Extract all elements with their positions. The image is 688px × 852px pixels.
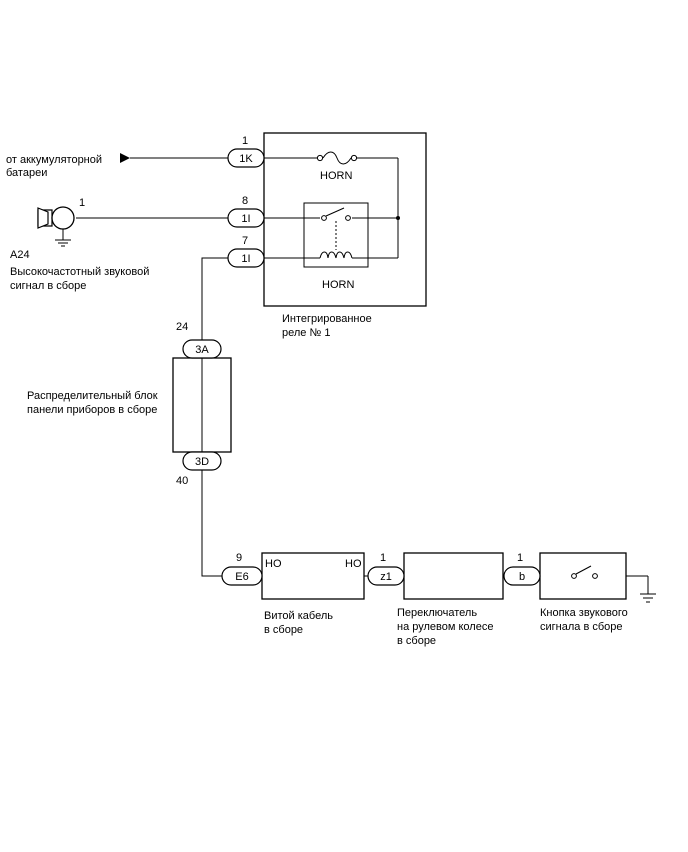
switch-pin: 1 xyxy=(380,552,386,564)
switch-connector-z1 xyxy=(367,566,405,586)
relay-name-1: Интегрированное xyxy=(282,313,372,325)
switch-name-2: на рулевом колесе xyxy=(397,621,493,633)
button-connector-b-label: b xyxy=(519,571,525,583)
button-name-1: Кнопка звукового xyxy=(540,607,628,619)
button-pin: 1 xyxy=(517,552,523,564)
spiral-name-1: Витой кабель xyxy=(264,610,333,622)
spiral-left-label: HO xyxy=(265,558,282,570)
relay-pin-1: 1 xyxy=(242,135,248,147)
switch-name-3: в сборе xyxy=(397,635,436,647)
horn-name-2: сигнал в сборе xyxy=(10,280,86,292)
relay-pin-8: 8 xyxy=(242,195,248,207)
ground-icon xyxy=(640,593,656,603)
junction-name-1: Распределительный блок xyxy=(27,390,158,402)
horn-button: b xyxy=(503,552,627,600)
coil-label: HORN xyxy=(322,279,354,291)
horn-icon xyxy=(37,206,75,247)
switch-name-1: Переключатель xyxy=(397,607,477,619)
horn-pin: 1 xyxy=(79,197,85,209)
relay-connector-1i-a: 1I xyxy=(227,208,265,228)
spiral-connector-e6-label: E6 xyxy=(235,571,248,583)
relay-contact-icon xyxy=(321,207,351,221)
relay-name-2: реле № 1 xyxy=(282,327,330,339)
relay-to-junction-wire xyxy=(201,257,228,340)
relay-inner-box xyxy=(303,202,369,268)
button-connector-b xyxy=(503,566,541,586)
junction-bottom-pin: 40 xyxy=(176,475,188,487)
steering-switch-box xyxy=(403,552,504,600)
junction-connector-3a-label: 3A xyxy=(195,344,209,356)
button-name-2: сигнала в сборе xyxy=(540,621,623,633)
relay-coil-icon xyxy=(319,251,353,259)
horn-name-1: Высокочастотный звуковой xyxy=(10,266,149,278)
spiral-cable-box xyxy=(261,552,365,600)
spiral-name-2: в сборе xyxy=(264,624,303,636)
fuse-label: HORN xyxy=(320,170,352,182)
battery-label-2: батареи xyxy=(6,167,47,179)
integrated-relay: HORN HORN xyxy=(263,132,427,307)
relay-connector-1i-b: 1I xyxy=(227,248,265,268)
relay-connector-1k: 1K xyxy=(227,148,265,168)
spiral-connector-e6 xyxy=(221,566,263,586)
switch-contact-icon xyxy=(571,565,598,579)
junction-connector-3d-label: 3D xyxy=(195,456,209,468)
junction-top-pin: 24 xyxy=(176,321,188,333)
junction-connector-3d xyxy=(182,451,222,471)
fuse-icon xyxy=(316,151,358,165)
junction-name-2: панели приборов в сборе xyxy=(27,404,157,416)
spiral-cable: HO HO E6 xyxy=(221,552,365,600)
relay-pin-7: 7 xyxy=(242,235,248,247)
battery-arrow-icon xyxy=(120,153,130,163)
switch-connector-z1-label: z1 xyxy=(380,571,392,583)
spiral-right-label: HO xyxy=(345,558,362,570)
steering-switch: z1 xyxy=(367,552,504,600)
spiral-pin: 9 xyxy=(236,552,242,564)
relay-connector-1k-label: 1K xyxy=(239,153,253,165)
relay-connector-1i-a-label: 1I xyxy=(241,213,250,225)
junction-connector-3a xyxy=(182,339,222,359)
horn-code: A24 xyxy=(10,249,30,261)
junction-block: 3A 3D xyxy=(172,339,232,471)
horn-button-box xyxy=(539,552,627,600)
relay-connector-1i-b-label: 1I xyxy=(241,253,250,265)
battery-label-1: от аккумуляторной xyxy=(6,154,102,166)
junction-to-spiral-wire xyxy=(201,470,222,577)
